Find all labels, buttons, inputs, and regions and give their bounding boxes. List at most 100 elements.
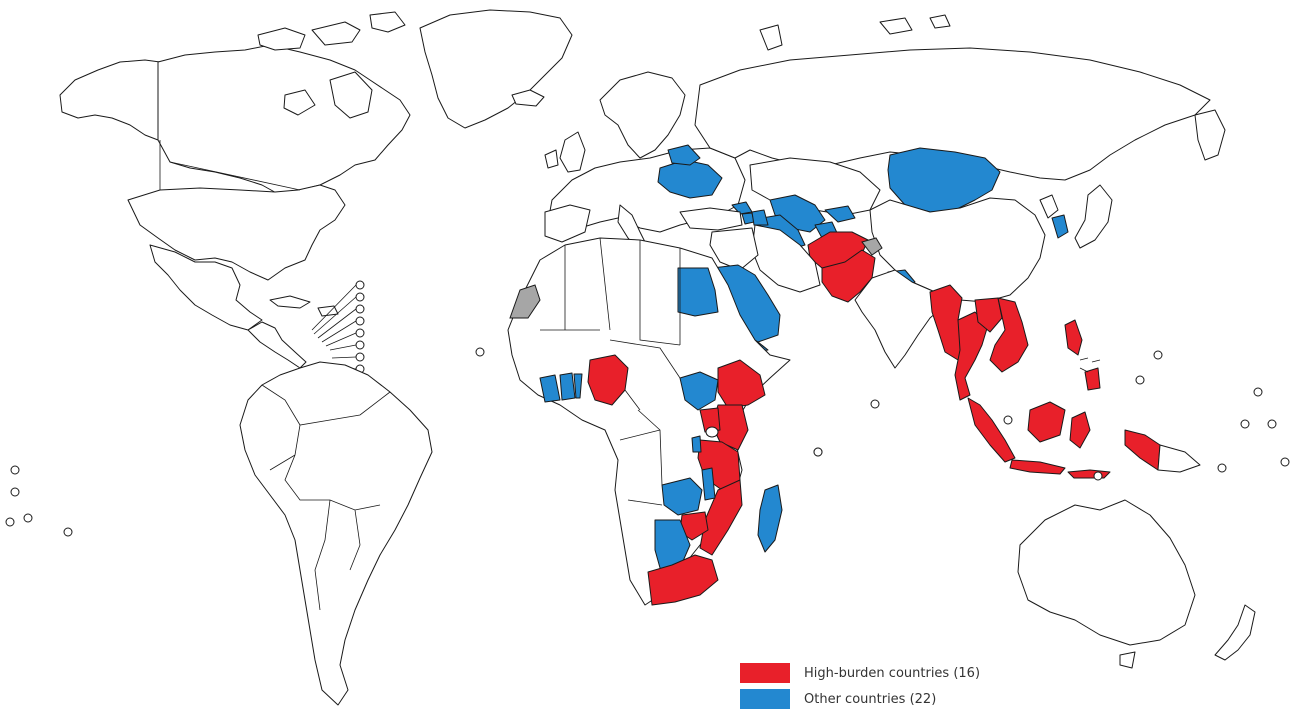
mongolia: [887, 147, 1001, 213]
united-kingdom: [559, 131, 586, 173]
legend-label-high-burden: High-burden countries (16): [804, 665, 981, 681]
malawi: [701, 467, 716, 501]
vietnam-cambodia: [989, 297, 1029, 373]
legend-swatch-other: [740, 689, 790, 709]
legend-swatch-high-burden: [740, 663, 790, 683]
africa: [507, 237, 823, 606]
arctic-island: [929, 14, 951, 29]
pacific-island-marker: [1217, 463, 1227, 473]
caribbean-island-marker: [355, 340, 365, 350]
new-guinea-west: [1124, 429, 1161, 471]
pacific-island-marker: [10, 487, 20, 497]
azerbaijan: [751, 209, 769, 226]
pacific-island-marker: [1003, 415, 1013, 425]
western-sahara: [509, 284, 541, 319]
arctic-island: [283, 89, 316, 116]
philippines: [1064, 319, 1083, 356]
africa-borders: [540, 237, 681, 506]
caribbean-island-marker: [355, 292, 365, 302]
arctic-island: [879, 17, 913, 35]
lake-victoria: [705, 426, 719, 438]
canada: [157, 44, 411, 196]
eurasia: [544, 14, 1226, 253]
caribbean-island-marker: [355, 352, 365, 362]
united-states: [127, 184, 346, 281]
baffin-island: [329, 71, 373, 119]
north-korea: [1039, 194, 1059, 219]
pacific-island-marker: [10, 465, 20, 475]
novaya-zemlya: [759, 24, 783, 51]
pacific-island-marker: [5, 517, 15, 527]
arctic-island: [369, 11, 406, 33]
turkey: [679, 207, 743, 231]
ethiopia: [717, 359, 766, 409]
india: [854, 269, 946, 369]
disputed-kashmir: [861, 237, 883, 256]
pacific-island-marker: [1093, 471, 1103, 481]
australia: [1017, 499, 1196, 646]
atlantic-island-marker: [813, 447, 823, 457]
pacific-island-marker: [1135, 375, 1145, 385]
legend-item-other: Other countries (22): [740, 687, 1040, 711]
oceania: [1017, 499, 1256, 669]
pacific-island-marker: [23, 513, 33, 523]
philippines-south: [1084, 367, 1101, 391]
caribbean-island-marker: [355, 280, 365, 290]
java: [1009, 459, 1066, 475]
legend-item-high-burden: High-burden countries (16): [740, 661, 1040, 685]
legend-label-other: Other countries (22): [804, 691, 937, 707]
scandinavia: [599, 71, 686, 159]
kamchatka: [1194, 109, 1226, 161]
us-canada-border: [159, 140, 301, 191]
mexico: [149, 244, 263, 331]
hispaniola: [317, 305, 339, 317]
south-america: [5, 347, 485, 706]
madagascar: [757, 484, 783, 553]
belarus: [667, 144, 701, 166]
new-zealand: [1214, 604, 1256, 661]
rwanda-burundi: [691, 435, 702, 453]
north-america: [59, 9, 573, 374]
tasmania: [1119, 651, 1136, 669]
caribbean-island-marker: [355, 328, 365, 338]
south-sudan: [679, 371, 719, 411]
lesser-sunda: [1067, 469, 1111, 479]
alaska: [59, 59, 161, 141]
new-guinea-east: [1157, 444, 1201, 473]
borneo: [1027, 401, 1066, 443]
japan: [1074, 184, 1113, 249]
pacific-island-marker: [1240, 419, 1250, 429]
caribbean-island-marker: [355, 304, 365, 314]
southeast-asia: [813, 319, 1290, 481]
greenland: [419, 9, 573, 129]
arctic-island: [257, 27, 306, 51]
south-africa: [647, 554, 719, 606]
caribbean-island-marker: [355, 316, 365, 326]
iraq-syria: [709, 227, 759, 271]
pacific-island-marker: [1267, 419, 1277, 429]
zambia: [661, 477, 703, 516]
arctic-island: [311, 21, 361, 46]
map-legend: High-burden countries (16) Other countri…: [740, 661, 1040, 713]
togo-benin: [573, 373, 583, 399]
island-chain-dashes: [1079, 357, 1101, 373]
pacific-island-marker: [1153, 350, 1163, 360]
iberia: [544, 204, 591, 243]
central-asia: [749, 147, 1069, 303]
egypt: [677, 267, 719, 317]
middle-east: [679, 207, 916, 353]
ghana: [559, 372, 576, 401]
south-america-land: [239, 361, 433, 706]
iran: [751, 224, 821, 293]
nigeria: [587, 354, 629, 406]
south-korea: [1051, 214, 1069, 239]
ireland: [544, 149, 559, 169]
pacific-island-marker: [1253, 387, 1263, 397]
south-america-borders: [261, 384, 391, 611]
south-asia: [854, 269, 1029, 401]
pacific-island-marker: [63, 527, 73, 537]
caribbean-leader-lines: [311, 284, 357, 370]
kyrgyzstan: [824, 205, 856, 223]
laos: [974, 297, 1003, 333]
